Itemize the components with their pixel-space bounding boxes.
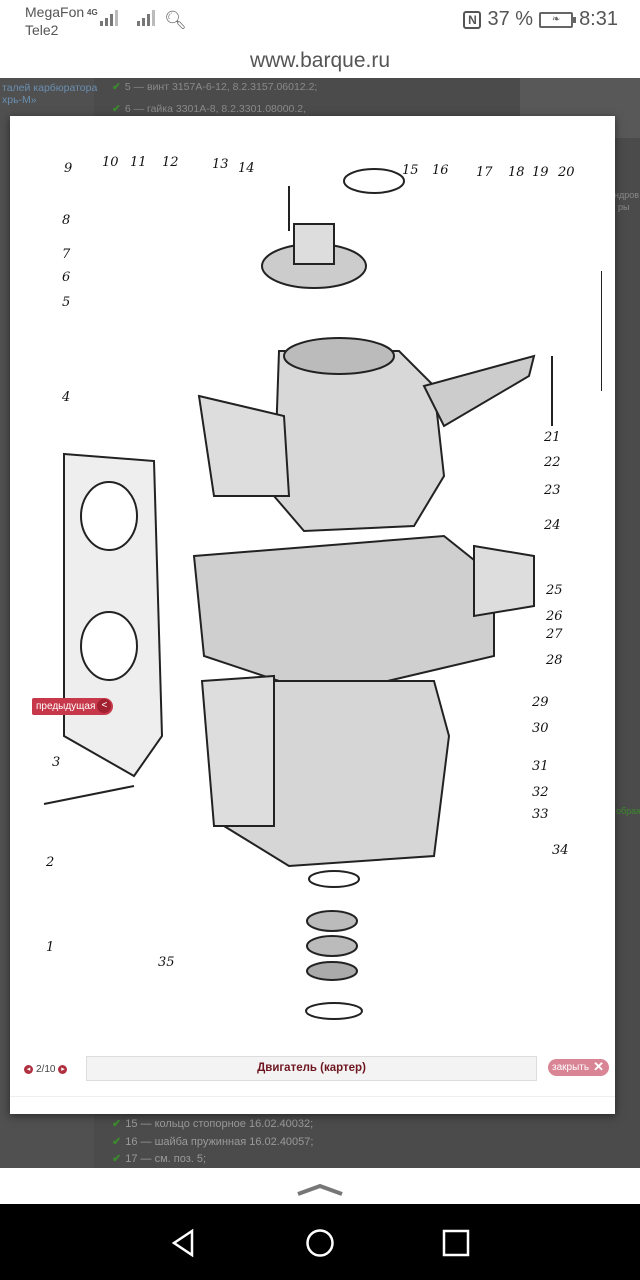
callout-22: 22 [543, 455, 561, 470]
callout-1: 1 [46, 940, 54, 955]
right-fragment: ндров [614, 190, 640, 200]
list-item: ✔16 — шайба пружинная 16.02.40057; [112, 1136, 314, 1148]
callout-27: 27 [545, 627, 563, 642]
callout-20: 20 [557, 165, 575, 180]
sidebar-link[interactable]: талей карбюратора [2, 82, 98, 94]
close-label: закрыть [552, 1062, 590, 1073]
callout-14: 14 [238, 161, 255, 176]
callout-25: 25 [545, 583, 563, 598]
callout-4: 4 [61, 390, 70, 405]
recents-icon[interactable] [442, 1228, 470, 1258]
right-fragment: ображ [616, 806, 640, 816]
battery-percent: 37 % [487, 8, 534, 30]
callout-33: 33 [532, 807, 549, 822]
right-fragment: ры [618, 202, 630, 212]
signal-icon [100, 10, 118, 26]
callout-21: 21 [543, 430, 561, 445]
image-caption: Двигатель (картер) [86, 1056, 537, 1081]
chevron-left-icon: < [97, 699, 112, 713]
mid-section [192, 534, 495, 698]
list-item: ✔5 — винт 3157А-6-12, 8.2.3157.06012.2; [112, 81, 318, 93]
close-button[interactable]: закрыть ✕ [548, 1059, 610, 1076]
navigation-bar [0, 1204, 640, 1280]
callout-19: 19 [532, 165, 549, 180]
callout-7: 7 [62, 247, 71, 262]
callout-23: 23 [543, 483, 561, 498]
expand-handle[interactable] [0, 1168, 640, 1204]
callout-10: 10 [102, 155, 119, 170]
callout-5: 5 [62, 295, 70, 310]
lightbox-footer: ◂ 2/10 ▸ Двигатель (картер) закрыть ✕ [10, 1054, 615, 1094]
sidebar-link[interactable]: хрь-М» [2, 94, 37, 106]
check-icon: ✔ [112, 1136, 122, 1148]
callout-31: 31 [532, 759, 549, 774]
callout-17: 17 [476, 165, 493, 180]
close-icon: ✕ [593, 1059, 605, 1074]
upper-cylinder [272, 350, 446, 533]
check-icon: ✔ [112, 1153, 122, 1165]
callout-29: 29 [531, 695, 549, 710]
list-item: ✔6 — гайка 3301А-8, 8.2.3301.08000.2, [112, 103, 307, 115]
previous-button[interactable]: предыдущая < [32, 698, 114, 715]
prev-image-icon[interactable]: ◂ [24, 1065, 33, 1074]
callout-18: 18 [508, 165, 525, 180]
callout-3: 3 [52, 755, 60, 770]
callout-24: 24 [543, 518, 561, 533]
address-bar[interactable]: www.barque.ru [249, 49, 391, 72]
callout-2: 2 [45, 855, 54, 870]
check-icon: ✔ [112, 103, 121, 115]
callout-32: 32 [532, 785, 549, 800]
callout-16: 16 [432, 163, 449, 178]
callout-6: 6 [62, 270, 70, 285]
home-icon[interactable] [305, 1228, 335, 1258]
divider [10, 1096, 615, 1097]
check-icon: ✔ [112, 81, 121, 93]
callout-26: 26 [545, 609, 563, 624]
callout-35: 35 [158, 955, 175, 970]
pager: ◂ 2/10 ▸ [24, 1064, 68, 1075]
page-counter: 2/10 [36, 1064, 56, 1075]
back-icon[interactable] [170, 1228, 198, 1258]
network-type: 4G [87, 8, 98, 17]
check-icon: ✔ [112, 1118, 122, 1130]
carrier-1: MegaFon [25, 4, 85, 20]
callout-30: 30 [532, 721, 549, 736]
callout-9: 9 [64, 161, 72, 176]
callout-8: 8 [62, 213, 70, 228]
callout-34: 34 [552, 843, 569, 858]
previous-label: предыдущая [36, 701, 96, 712]
callout-13: 13 [212, 157, 229, 172]
signal-icon-2 [137, 10, 155, 26]
list-item: ✔15 — кольцо стопорное 16.02.40032; [112, 1118, 314, 1130]
battery-icon: ❧ [539, 11, 577, 28]
callout-11: 11 [130, 155, 147, 170]
search-icon: 🔍︎ [164, 10, 187, 30]
status-bar: MegaFon Tele2 4G 🔍︎ N 37 % ❧ 8:31 [0, 0, 640, 46]
carrier-2: Tele2 [25, 22, 59, 38]
callout-15: 15 [402, 163, 419, 178]
list-item: ✔17 — см. поз. 5; [112, 1153, 207, 1165]
nfc-icon: N [463, 10, 482, 29]
callout-28: 28 [545, 653, 563, 668]
chevron-up-icon [297, 1183, 343, 1196]
next-image-icon[interactable]: ▸ [58, 1065, 68, 1074]
clock: 8:31 [579, 8, 618, 30]
callout-12: 12 [162, 155, 179, 170]
